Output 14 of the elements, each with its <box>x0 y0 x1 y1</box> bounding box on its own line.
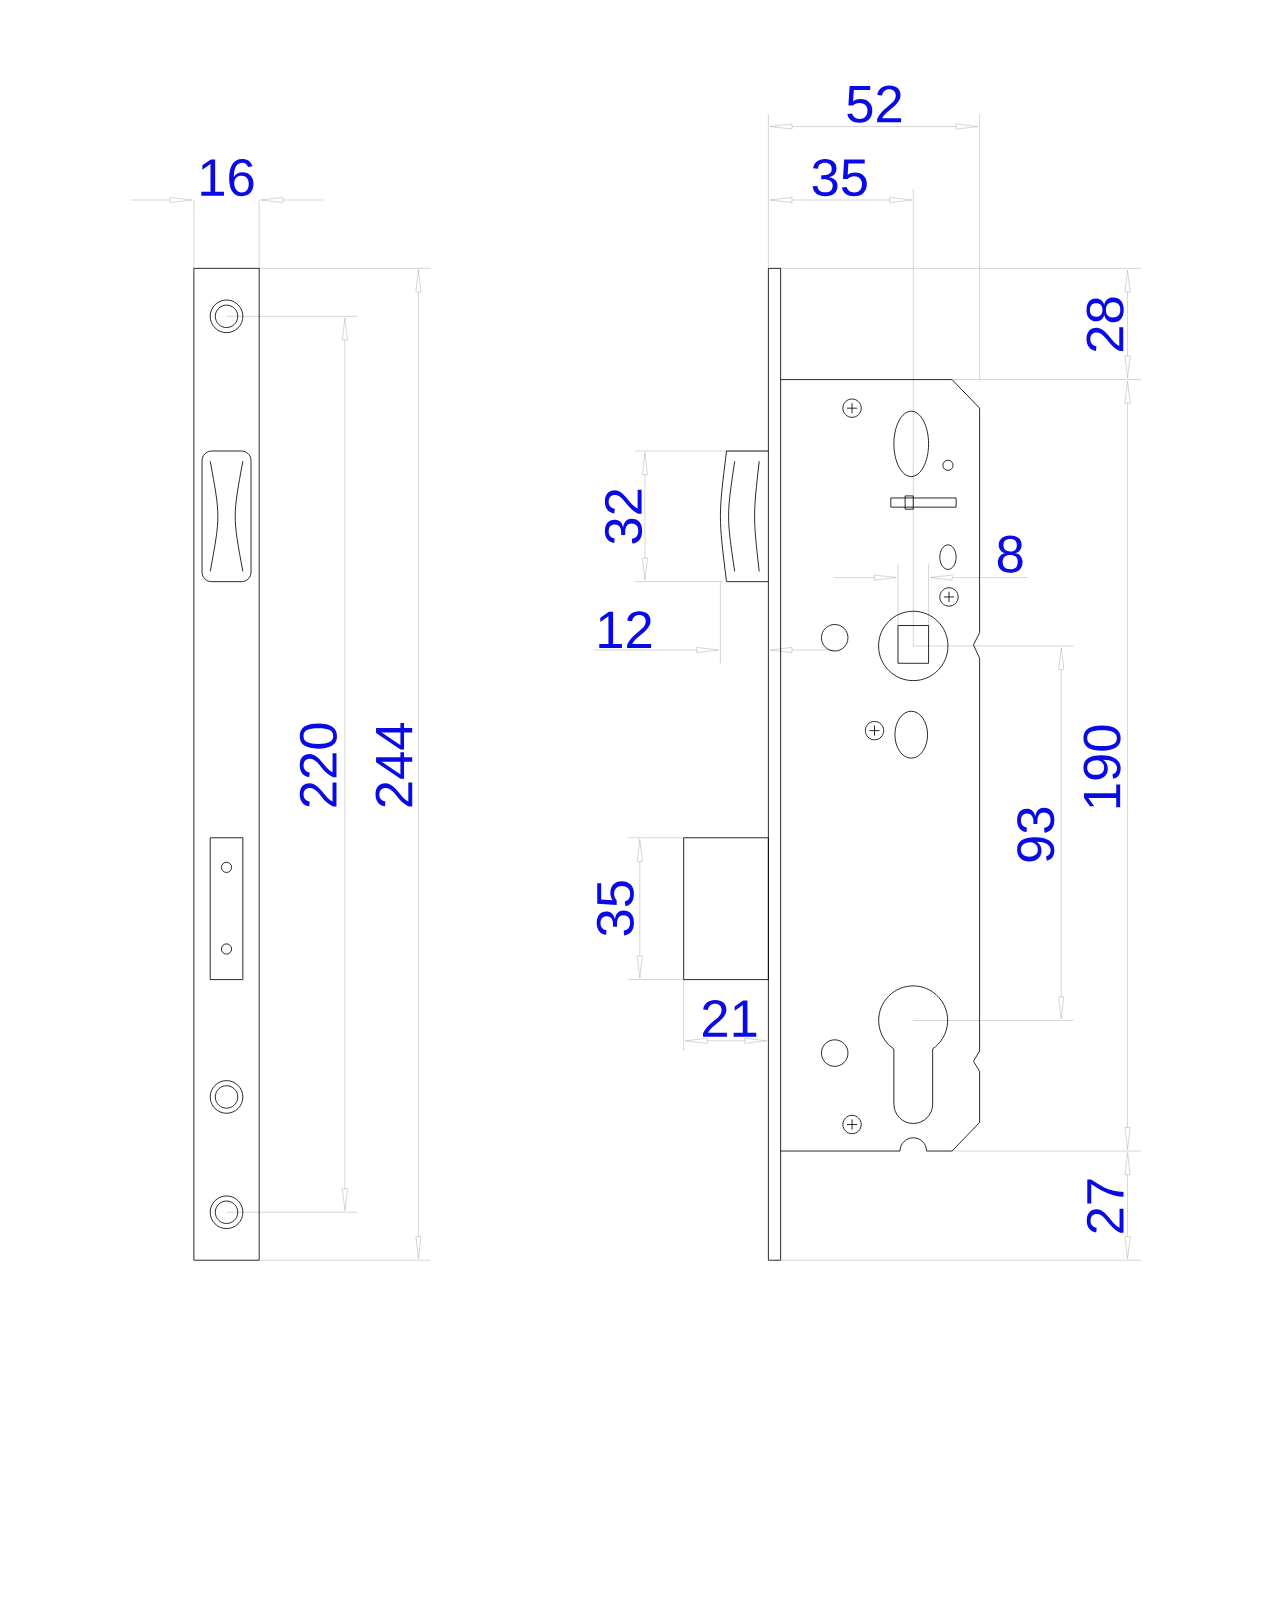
dimension-label: 28 <box>1086 297 1124 352</box>
dimension-label: 32 <box>605 489 643 544</box>
dimension-label: 244 <box>375 723 413 807</box>
dimension-label: 35 <box>596 881 635 936</box>
dimension-label: 8 <box>998 535 1023 573</box>
dimension-label: 12 <box>599 611 652 648</box>
dimension-label: 52 <box>847 85 902 123</box>
dimension-label: 190 <box>1083 725 1121 808</box>
dimension-label: 27 <box>1086 1179 1124 1233</box>
dimension-label: 93 <box>1017 807 1055 862</box>
dimension-label: 220 <box>299 723 338 807</box>
dimension-label: 21 <box>703 1000 757 1037</box>
dimension-label: 16 <box>201 158 254 197</box>
dimension-label: 35 <box>812 158 868 197</box>
